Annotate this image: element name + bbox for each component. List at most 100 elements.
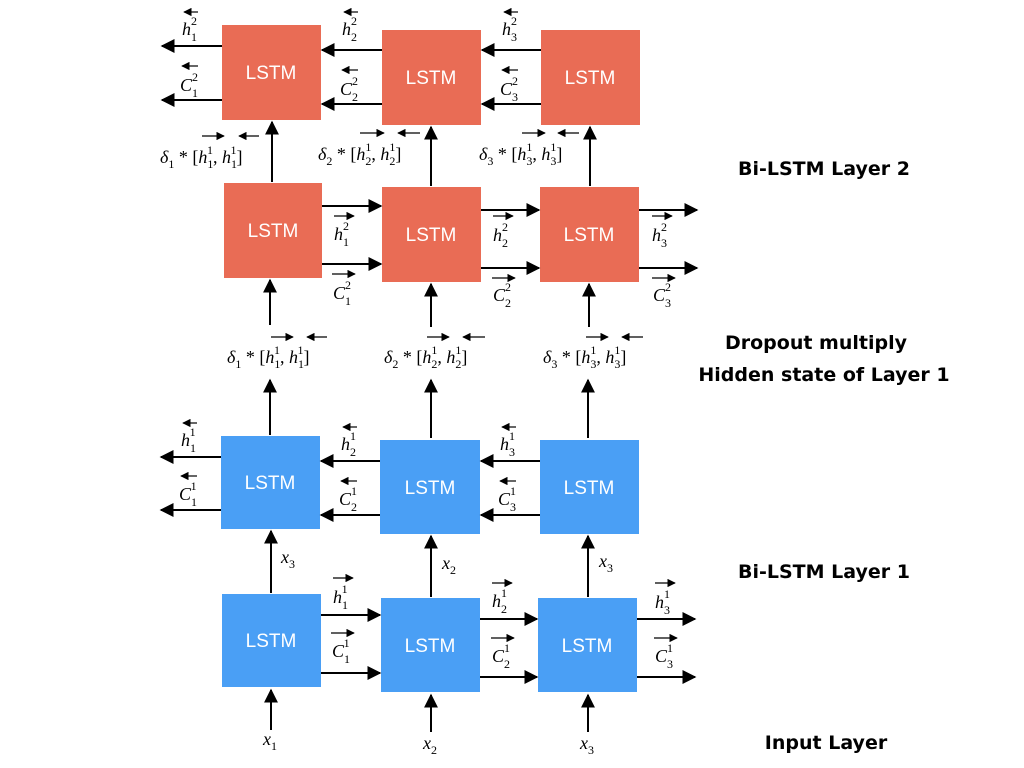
input-x1: x1 [262, 729, 277, 753]
label-c2-2-backward: C22 [340, 65, 358, 104]
svg-text:C32: C32 [500, 74, 518, 104]
svg-text:h12: h12 [334, 219, 349, 249]
label-c2-1-forward: C21 [491, 633, 515, 671]
lstm-label: LSTM [245, 473, 296, 494]
label-h3-2-backward: h32 [502, 7, 518, 44]
lstm-box-l1-forward-2 [381, 598, 480, 692]
svg-text:h21: h21 [341, 429, 356, 459]
lstm-label: LSTM [562, 636, 613, 657]
layer2-forward-row: LSTM LSTM LSTM h12 C12 h22 C22 h32 [224, 183, 699, 310]
side-label-layer1: Bi-LSTM Layer 1 [738, 561, 910, 583]
label-h1-2-backward: h12 [182, 7, 198, 44]
lstm-box-l2-backward-1 [222, 25, 321, 120]
layer2-backward-row: LSTM LSTM LSTM h12 C12 h22 C22 h32 [160, 7, 640, 125]
dropout-expr-upper-3: δ3 * [h31, h31] [479, 128, 579, 168]
svg-text:δ2 * [h21, h21]: δ2 * [h21, h21] [384, 343, 467, 371]
svg-text:h31: h31 [655, 587, 670, 617]
lstm-label: LSTM [406, 225, 457, 246]
lstm-box-l2-backward-3 [541, 30, 640, 125]
svg-text:C31: C31 [655, 641, 673, 671]
svg-text:h21: h21 [492, 586, 507, 616]
label-c2-1-backward: C21 [339, 476, 357, 514]
svg-text:δ1 * [h11, h11]: δ1 * [h11, h11] [160, 143, 243, 171]
svg-text:h22: h22 [342, 14, 357, 44]
label-c1-1-forward: C11 [331, 628, 355, 666]
svg-text:C22: C22 [493, 280, 511, 310]
dropout-expr-middle-2: δ2 * [h21, h21] [384, 332, 485, 371]
lstm-box-l2-forward-3 [540, 187, 639, 282]
label-h3-1-backward: h31 [500, 422, 516, 459]
svg-text:δ2 * [h21, h21]: δ2 * [h21, h21] [318, 140, 401, 168]
label-h3-1-forward: h31 [655, 578, 676, 617]
svg-text:C21: C21 [339, 484, 357, 514]
lstm-box-l2-backward-2 [382, 30, 481, 125]
lstm-label: LSTM [406, 68, 457, 89]
label-x3-a: x3 [280, 547, 295, 571]
svg-text:δ3 * [h31, h31]: δ3 * [h31, h31] [543, 343, 626, 371]
svg-text:h11: h11 [333, 582, 348, 612]
svg-text:h11: h11 [181, 425, 196, 455]
lstm-label: LSTM [405, 478, 456, 499]
svg-text:h12: h12 [182, 14, 197, 44]
svg-text:δ3 * [h31, h31]: δ3 * [h31, h31] [479, 140, 562, 168]
label-h2-1-backward: h21 [341, 422, 357, 459]
svg-text:δ1 * [h11, h11]: δ1 * [h11, h11] [227, 343, 310, 371]
svg-text:C31: C31 [498, 484, 516, 514]
lstm-box-l1-backward-1 [221, 436, 320, 529]
lstm-box-l1-backward-3 [540, 440, 639, 534]
label-c3-1-forward: C31 [654, 633, 678, 671]
svg-text:C12: C12 [180, 70, 198, 100]
svg-text:h32: h32 [652, 220, 667, 250]
side-label-input: Input Layer [765, 732, 888, 754]
label-c1-2-forward: C12 [332, 269, 356, 308]
lstm-box-l2-forward-1 [224, 183, 322, 278]
lstm-box-l1-forward-1 [222, 594, 321, 687]
dropout-expr-upper-2: δ2 * [h21, h21] [318, 128, 420, 168]
layer1-forward-row: LSTM LSTM LSTM h11 C11 h21 C21 h31 [222, 573, 697, 692]
svg-text:h22: h22 [493, 220, 508, 250]
svg-text:C11: C11 [332, 636, 350, 666]
label-c2-2-forward: C22 [492, 273, 516, 310]
label-h3-2-forward: h32 [652, 211, 673, 250]
dropout-expr-upper-1: δ1 * [h11, h11] [160, 131, 259, 171]
label-h2-1-forward: h21 [492, 578, 513, 616]
lstm-box-l2-forward-2 [382, 187, 481, 282]
label-c3-2-backward: C32 [500, 65, 518, 104]
label-h1-2-forward: h12 [334, 211, 355, 249]
lstm-label: LSTM [248, 221, 299, 242]
label-c1-2-backward: C12 [180, 61, 198, 100]
side-label-layer2: Bi-LSTM Layer 2 [738, 158, 910, 180]
label-c3-2-forward: C32 [652, 273, 676, 310]
svg-text:C22: C22 [340, 74, 358, 104]
label-x3-b: x3 [598, 551, 613, 575]
lstm-box-l1-backward-2 [380, 440, 480, 534]
lstm-label: LSTM [246, 631, 297, 652]
lstm-label: LSTM [564, 478, 615, 499]
input-x3: x3 [579, 733, 594, 757]
label-c1-1-backward: C11 [179, 471, 197, 509]
lstm-label: LSTM [405, 636, 456, 657]
lstm-label: LSTM [565, 68, 616, 89]
layer1-backward-row: LSTM LSTM LSTM h11 C11 h21 C21 h31 [159, 418, 639, 534]
side-label-dropout-1: Dropout multiply [725, 332, 908, 354]
svg-text:h31: h31 [500, 429, 515, 459]
label-h2-2-backward: h22 [342, 7, 358, 44]
label-x2-a: x2 [441, 553, 456, 577]
label-h1-1-backward: h11 [181, 418, 197, 455]
lstm-label: LSTM [564, 225, 615, 246]
svg-text:C12: C12 [333, 278, 351, 308]
side-label-dropout-2: Hidden state of Layer 1 [698, 364, 949, 386]
lstm-box-l1-forward-3 [538, 598, 637, 692]
label-h2-2-forward: h22 [493, 211, 514, 250]
svg-text:h32: h32 [502, 14, 517, 44]
svg-text:C11: C11 [179, 479, 197, 509]
dropout-expr-middle-1: δ1 * [h11, h11] [227, 332, 327, 371]
input-x2: x2 [422, 733, 437, 757]
svg-text:C21: C21 [492, 641, 510, 671]
lstm-label: LSTM [246, 63, 297, 84]
label-c3-1-backward: C31 [498, 476, 516, 514]
svg-text:C32: C32 [653, 280, 671, 310]
label-h1-1-forward: h11 [333, 573, 354, 612]
dropout-expr-middle-3: δ3 * [h31, h31] [543, 332, 643, 371]
